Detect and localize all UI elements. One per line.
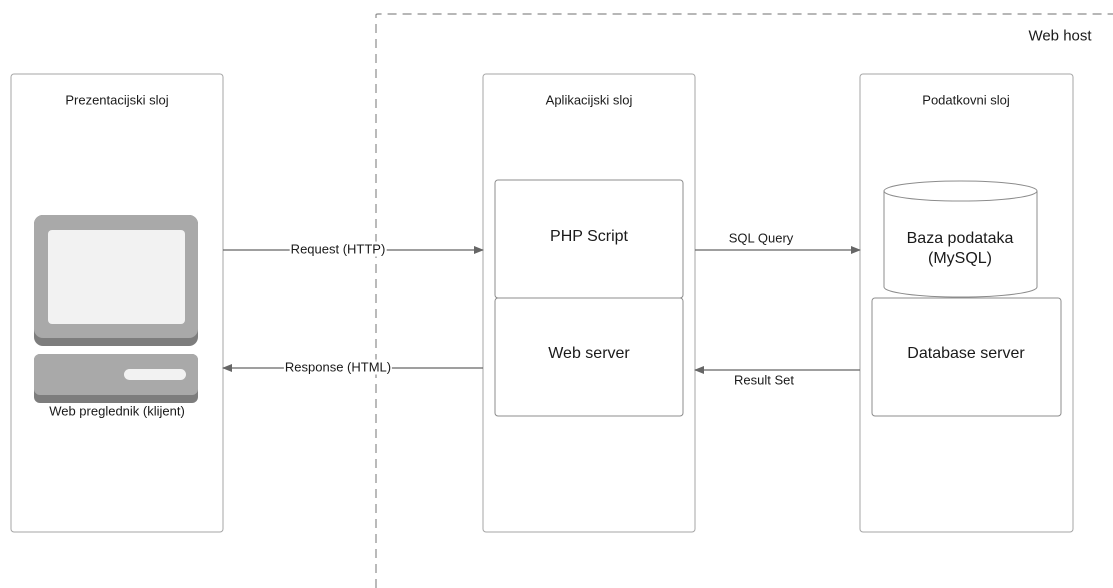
- result-set-label: Result Set: [734, 372, 794, 388]
- presentation-layer-title: Prezentacijski sloj: [65, 92, 169, 108]
- data-layer-box: [859, 73, 1074, 533]
- application-layer-box: [482, 73, 696, 533]
- presentation-layer-box: [10, 73, 224, 533]
- database-server-label: Database server: [907, 345, 1025, 362]
- sql-query-label: SQL Query: [728, 230, 794, 246]
- client-label: Web preglednik (klijent): [49, 403, 185, 419]
- web-server-node: [494, 297, 684, 417]
- database-label-line1: Baza podataka: [906, 230, 1014, 247]
- response-label: Response (HTML): [283, 359, 393, 375]
- data-layer-title: Podatkovni sloj: [922, 92, 1010, 108]
- database-cylinder: [883, 180, 1038, 298]
- web-host-boundary: [375, 13, 1113, 588]
- database-label: Baza podataka (MySQL): [907, 229, 1014, 269]
- application-layer-title: Aplikacijski sloj: [545, 92, 633, 108]
- web-host-label: Web host: [1028, 27, 1092, 45]
- database-server-node: [871, 297, 1062, 417]
- php-script-label: PHP Script: [550, 228, 628, 245]
- request-label: Request (HTTP): [289, 241, 387, 257]
- database-label-line2: (MySQL): [928, 250, 992, 267]
- computer-icon: [34, 215, 198, 403]
- web-server-label: Web server: [548, 345, 630, 362]
